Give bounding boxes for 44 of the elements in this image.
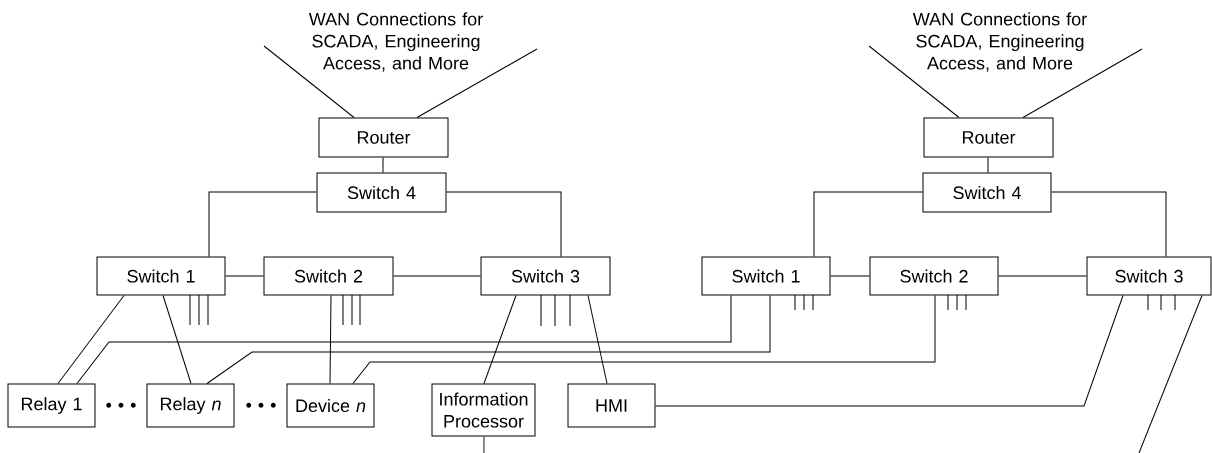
device-box: Relay n bbox=[146, 383, 235, 428]
cable-line bbox=[483, 436, 485, 453]
device-box: Switch 1 bbox=[96, 256, 226, 296]
device-box: Switch 2 bbox=[869, 256, 999, 296]
ellipsis: • • • bbox=[106, 402, 136, 408]
cable-line bbox=[1138, 295, 1203, 453]
device-box: Router bbox=[318, 117, 449, 158]
cable-line bbox=[263, 45, 355, 118]
cable-line bbox=[868, 45, 960, 118]
cable-line bbox=[416, 48, 538, 118]
cable-line bbox=[206, 295, 771, 384]
device-box: Device n bbox=[286, 383, 375, 428]
device-box: HMI bbox=[567, 383, 656, 428]
cable-line bbox=[813, 191, 923, 257]
device-box: Switch 1 bbox=[701, 256, 831, 296]
cable-line bbox=[352, 295, 936, 384]
device-box: Switch 3 bbox=[1086, 256, 1212, 296]
cable-line bbox=[1051, 191, 1167, 257]
cable-line bbox=[446, 191, 562, 257]
ellipsis: • • • bbox=[246, 402, 276, 408]
cable-line bbox=[57, 295, 125, 384]
cable-line bbox=[1022, 48, 1143, 118]
cable-line bbox=[587, 295, 608, 384]
device-box: Switch 4 bbox=[316, 172, 447, 213]
cable-line bbox=[483, 295, 517, 384]
wan-caption: WAN Connections for SCADA, Engineering Access, and More bbox=[912, 12, 1087, 72]
cable-line bbox=[393, 275, 481, 277]
cable-line bbox=[162, 295, 192, 384]
cable-line bbox=[208, 191, 317, 257]
cable-line bbox=[655, 295, 1124, 407]
device-box: Switch 2 bbox=[263, 256, 394, 296]
cable-line bbox=[76, 295, 732, 384]
cable-line bbox=[382, 157, 384, 173]
device-box: Relay 1 bbox=[7, 383, 96, 428]
cable-line bbox=[225, 275, 264, 277]
cable-line bbox=[987, 157, 989, 173]
cable-line bbox=[830, 275, 870, 277]
cable-line bbox=[998, 275, 1087, 277]
wan-caption: WAN Connections for SCADA, Engineering Access, and More bbox=[308, 12, 483, 72]
device-box: Information Processor bbox=[431, 383, 536, 437]
device-box: Switch 4 bbox=[922, 172, 1052, 213]
device-box: Switch 3 bbox=[480, 256, 611, 296]
device-box: Router bbox=[923, 117, 1054, 158]
cable-line bbox=[329, 295, 332, 384]
